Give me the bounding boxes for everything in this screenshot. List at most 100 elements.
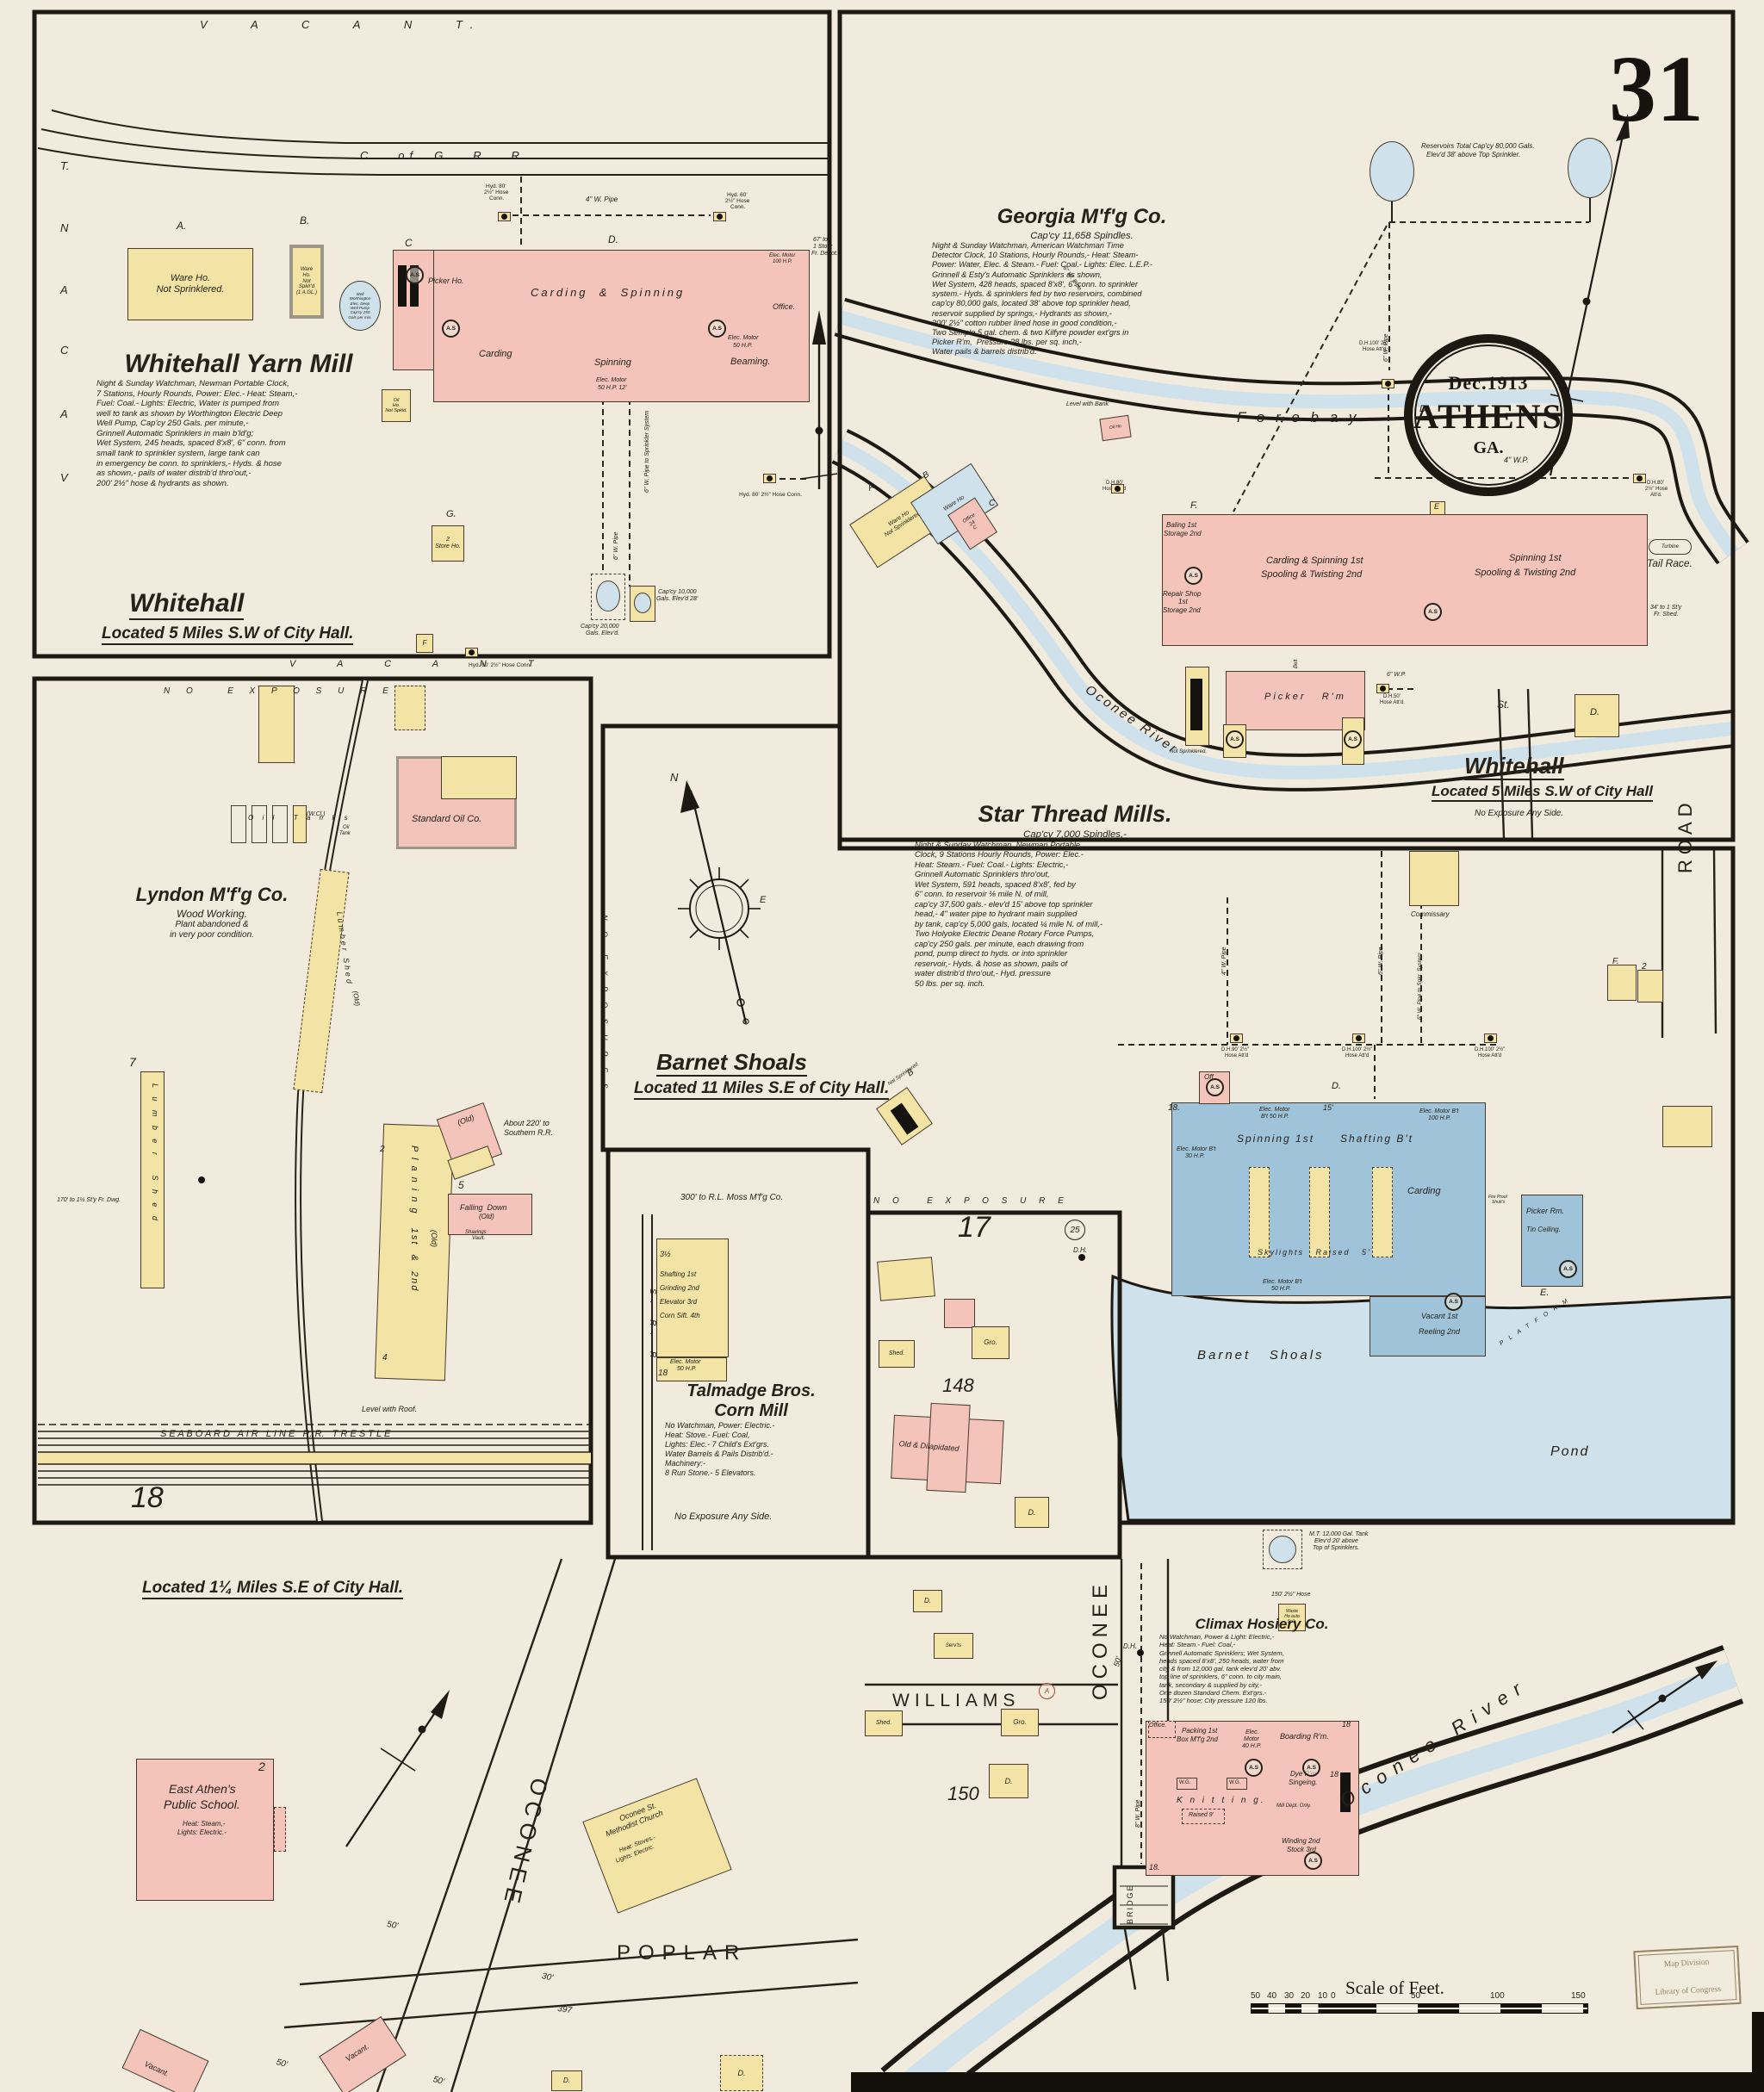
oil-ho-bank: Oil Ho — [1099, 414, 1132, 442]
f-shed-label: F — [422, 639, 427, 648]
map-label: Shafting B't — [1340, 1133, 1413, 1145]
georgia-mfg-notes: Georgia M'f'g Co.Cap'cy 11,658 Spindles.… — [932, 205, 1232, 357]
compass-rose — [678, 780, 761, 1025]
servants-label: Serv'ts — [945, 1642, 962, 1648]
star-thread-mills-notes-line: Clock, 9 Stations Hourly Rounds, Power: … — [915, 849, 1084, 860]
north-arrow-southwest — [345, 1690, 450, 1847]
map-label: Hose Att'd — [1225, 1053, 1249, 1058]
map-label: Storage 2nd — [1164, 530, 1202, 537]
reservoir-right — [1568, 138, 1612, 198]
climax-hosiery-notes: Climax Hosiery Co.No Watchman, Power & L… — [1159, 1616, 1364, 1704]
talmadge-notes-line: Machinery:- — [665, 1458, 706, 1468]
skylight-3 — [1372, 1167, 1393, 1257]
map-label: Elec. — [1245, 1729, 1259, 1735]
lyndon-notes: Lyndon M'f'g Co.Wood Working.Plant aband… — [117, 884, 307, 940]
georgia-mfg-notes-line: Water pails & barrels distrib'd. — [932, 347, 1037, 357]
georgia-mfg-notes-line: Picker R'm, Pressure 28 lbs. per sq. inc… — [932, 338, 1082, 347]
bale-2 — [410, 265, 419, 307]
climax-office — [1148, 1721, 1176, 1738]
map-label: Elec. Motor — [769, 253, 796, 258]
map-label: D. — [1590, 707, 1599, 717]
turbine-label: Turbine — [1662, 543, 1679, 549]
ware-ho-b-label: Not — [302, 278, 311, 284]
well-label: Worthington — [349, 296, 371, 301]
f2-shed-b — [1637, 970, 1663, 1003]
map-label: W.G. — [1229, 1780, 1241, 1785]
map-label: Level with Bank — [1066, 401, 1109, 407]
streets — [283, 688, 1717, 2092]
map-label: Storage 2nd — [1163, 606, 1201, 614]
bale-1 — [398, 265, 407, 307]
whitehall-yarn-mill-notes-line: Night & Sunday Watchman, Newman Portable… — [96, 379, 289, 388]
map-label: F. — [1190, 500, 1198, 511]
map-label: K n i t t i n g. — [1177, 1796, 1266, 1805]
map-label: 100 H.P. — [773, 259, 792, 264]
map-label: D.H.100' 2½" — [1359, 341, 1390, 346]
map-label: 15' — [1323, 1103, 1333, 1112]
map-label: 34' to 1 St'y — [1650, 605, 1682, 611]
hydrant-symbol — [1633, 474, 1646, 483]
scale-bar-ruler — [1251, 2003, 1588, 2014]
reservoir-left — [1370, 141, 1414, 202]
scale-bar-title: Scale of Feet. — [1345, 1977, 1444, 1998]
well-label: Gals per min. — [348, 314, 372, 320]
map-label: Elec. Motor B't — [1263, 1279, 1302, 1285]
talmadge-notes-line: Lights: Elec.- 7 Child's Ext'grs. — [665, 1439, 769, 1449]
map-label: W.G. — [1179, 1780, 1191, 1785]
automatic-sprinkler-symbol: A.S — [1226, 730, 1244, 748]
d-house-p2 — [1575, 694, 1619, 737]
star-thread-mills-notes-line: Night & Sunday Watchman, Newman Portable — [915, 840, 1081, 849]
d-dashed-label: D. — [737, 2068, 746, 2077]
climax-hosiery-notes-title: Climax Hosiery Co. — [1195, 1616, 1329, 1632]
map-label: N O E X P O S U R E — [873, 1196, 1069, 1206]
map-label: 6" W. Pipe — [613, 531, 619, 560]
railroad-spur-curve — [295, 680, 369, 1522]
map-label: (Old) — [479, 1213, 494, 1220]
lyndon-notes-line: in very poor condition. — [170, 930, 254, 940]
map-label: Hyd. 80' 2½" Hose Conn. — [739, 492, 802, 498]
map-label: A — [60, 407, 68, 420]
map-label: Conn. — [489, 196, 505, 202]
map-label: E — [1434, 502, 1440, 511]
map-label: V — [60, 471, 68, 484]
map-label: Beaming. — [730, 357, 771, 367]
map-label: D. — [608, 233, 618, 245]
hydrant-symbol — [498, 212, 511, 221]
star-thread-mills-notes-line: cap'cy 37,500 gals.- elev'd 15' above to… — [915, 898, 1093, 909]
well-label: Well — [356, 292, 364, 297]
whitehall-yarn-mill-notes-line: Grinnell Automatic Sprinklers in main b'… — [96, 428, 254, 438]
map-label: 6" W. Pipe to Sprinkler System — [644, 410, 650, 493]
d-small-2: D. — [913, 1590, 942, 1612]
map-label: Belt — [1294, 659, 1299, 668]
d-dashed: D. — [720, 2055, 763, 2091]
school-annex — [274, 1807, 286, 1852]
map-label: D.H.100' 2½" — [1342, 1047, 1373, 1052]
map-label: Gals. Elev'd 28' — [656, 596, 699, 602]
map-label: Picker Ho. — [428, 276, 464, 285]
waste-ho-label: Waste — [1285, 1609, 1299, 1615]
map-label: Raised 9' — [1189, 1812, 1214, 1818]
gro-2: Gro. — [1001, 1709, 1039, 1736]
badge-state: GA. — [1473, 438, 1504, 457]
star-thread-mills-notes-title: Star Thread Mills. — [978, 801, 1172, 827]
map-label: Att'd. — [1650, 493, 1662, 498]
georgia-mfg-notes-line: Two Semple 5 gal. chem. & two Kilfyre po… — [932, 327, 1129, 337]
map-label: 18 — [1342, 1720, 1351, 1729]
star-thread-mills-notes-line: Heat: Steam.- Fuel: Coal.- Lights: Elect… — [915, 859, 1069, 869]
panel-whitehall-2 — [837, 9, 1736, 842]
map-label: B't 50 H.P. — [1261, 1114, 1289, 1120]
map-label: Cap'cy 20,000 — [581, 624, 619, 630]
tank-20000 — [596, 580, 620, 611]
map-label: 50 H.P. 12' — [598, 385, 627, 391]
map-label: Hyd. 80' — [486, 183, 506, 189]
scale-tick: 100 — [1490, 1991, 1505, 2001]
hydrant-symbol — [1376, 684, 1389, 693]
georgia-mfg-notes-line: 300' 2½" cotton rubber lined hose in goo… — [932, 318, 1117, 327]
d-small-2-label: D. — [924, 1597, 931, 1605]
street-label-oconee-mid: OCONEE — [1089, 1579, 1112, 1700]
map-label: 100 H.P. — [1428, 1115, 1451, 1121]
talmadge-notes-line: No Watchman, Power: Electric.- — [665, 1421, 775, 1430]
map-label: Hose Att'd. — [1380, 700, 1405, 705]
